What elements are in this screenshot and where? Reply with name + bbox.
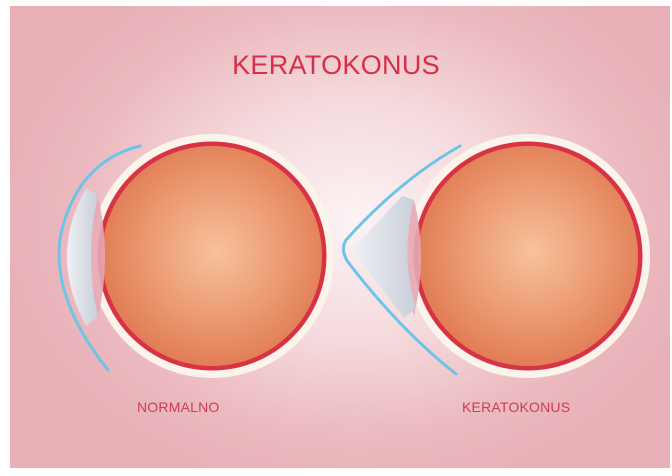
label-normal: NORMALNO xyxy=(137,399,220,415)
normal-eye-globe xyxy=(102,146,322,366)
keratoconus-eye-cone-lens xyxy=(352,196,416,318)
normal-eye xyxy=(59,134,334,378)
label-keratoconus: KERATOKONUS xyxy=(462,399,570,415)
keratoconus-eye xyxy=(343,134,650,378)
diagram-title: KERATOKONUS xyxy=(0,50,672,81)
keratoconus-eye-globe xyxy=(418,146,638,366)
